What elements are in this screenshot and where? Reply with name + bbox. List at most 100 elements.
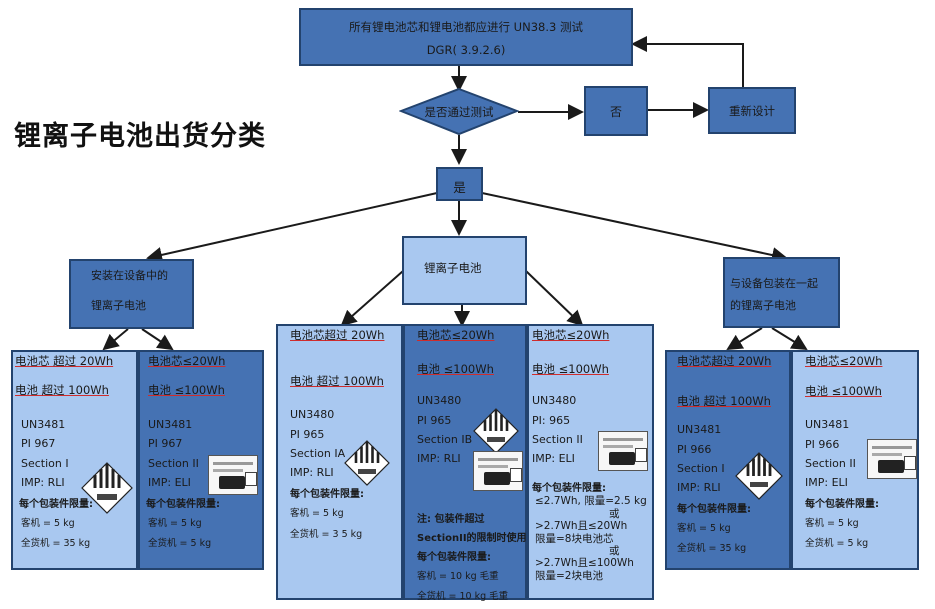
limit-heading: 每个包装件限量: [417, 552, 491, 563]
class-9-hazard-label-icon [735, 452, 783, 500]
imp-code: IMP: ELI [148, 476, 191, 489]
arrow-left-to-col2 [141, 328, 174, 351]
imp-code: IMP: RLI [677, 481, 721, 494]
packing-instruction: PI 967 [148, 437, 183, 450]
limit-heading: 每个包装件限量: [146, 499, 220, 510]
cat-left-line-1: 安装在设备中的 [91, 269, 168, 282]
limit-line-4: >2.7Wh且≤100Wh [535, 557, 634, 569]
no-label: 否 [609, 105, 622, 119]
panel-un3481-pi966-section-ii: 电池芯≤20Wh 电池 ≤100Wh UN3481 PI 966 Section… [791, 350, 919, 570]
cell-limit: 电池芯≤20Wh [532, 328, 610, 342]
un-number: UN3480 [417, 394, 462, 407]
cell-limit: 电池芯≤20Wh [417, 328, 495, 342]
decision-diamond [399, 87, 519, 136]
arrow-yes-to-left [146, 192, 438, 263]
panel-un3480-pi965-section-ib: 电池芯≤20Wh 电池 ≤100Wh UN3480 PI 965 Section… [403, 324, 538, 602]
class-9-hazard-label-icon [344, 440, 390, 486]
packing-instruction: PI 966 [805, 438, 840, 451]
passenger-limit: 客机 = 5 kg [677, 523, 731, 534]
top-line-1: 所有锂电池芯和锂电池都应进行 UN38.3 测试 [349, 20, 583, 34]
cell-limit: 电池芯超过 20Wh [677, 354, 772, 368]
arrow-left-to-col1 [102, 328, 129, 351]
category-installed-in-equipment: 安装在设备中的 锂离子电池 [69, 259, 194, 329]
lithium-battery-mark-icon [867, 439, 917, 479]
limit-line-3: 限量=8块电池芯 [535, 533, 614, 545]
limit-heading: 每个包装件限量: [290, 489, 364, 500]
battery-limit: 电池 ≤100Wh [532, 362, 609, 376]
un-number: UN3480 [290, 408, 335, 421]
section: Section IA [290, 447, 346, 460]
category-lithium-ion-battery: 锂离子电池 [402, 236, 527, 305]
cargo-limit: 全货机 = 5 kg [148, 538, 212, 549]
panel-un3480-pi965-section-ii: 电池芯≤20Wh 电池 ≤100Wh UN3480 PI: 965 Sectio… [527, 324, 654, 600]
limit-line-1: ≤2.7Wh, 限量=2.5 kg [535, 495, 647, 507]
panel-un3481-pi967-section-ii: 电池芯≤20Wh 电池 ≤100Wh UN3481 PI 967 Section… [138, 350, 264, 570]
lithium-battery-mark-icon [208, 455, 258, 495]
top-line-2: DGR( 3.9.2.6) [426, 43, 506, 57]
page-title: 锂离子电池出货分类 [14, 121, 266, 152]
battery-limit: 电池 超过 100Wh [290, 374, 384, 388]
section: Section II [148, 457, 199, 470]
arrow-yes-to-right [481, 192, 788, 263]
no-box: 否 [584, 86, 648, 136]
imp-code: IMP: RLI [417, 452, 461, 465]
packing-instruction: PI 966 [677, 443, 712, 456]
cell-limit: 电池芯超过 20Wh [290, 328, 385, 342]
imp-code: IMP: RLI [290, 466, 334, 479]
section: Section I [677, 462, 725, 475]
un-number: UN3480 [532, 394, 577, 407]
note-line-2: SectionII的限制时使用IB [417, 533, 538, 544]
cell-limit: 电池芯 超过 20Wh [15, 354, 114, 368]
arrow-redesign-to-top [631, 36, 744, 87]
arrow-right-to-col7 [771, 327, 808, 351]
arrow-mid-to-col3 [340, 270, 404, 327]
yes-box: 是 [436, 167, 483, 201]
cat-right-line-2: 的锂离子电池 [730, 299, 796, 312]
cell-limit: 电池芯≤20Wh [805, 354, 883, 368]
passenger-limit: 客机 = 5 kg [21, 518, 75, 529]
packing-instruction: PI: 965 [532, 414, 571, 427]
note-line-1: 注: 包装件超过 [417, 514, 485, 525]
limit-heading: 每个包装件限量: [532, 483, 606, 494]
class-9-hazard-label-icon [473, 408, 519, 454]
cargo-limit: 全货机 = 10 kg 毛重 [417, 591, 509, 602]
arrow-right-to-col6 [726, 327, 763, 351]
cat-right-line-1: 与设备包装在一起 [730, 277, 818, 290]
cargo-limit: 全货机 = 35 kg [677, 543, 747, 554]
un-number: UN3481 [21, 418, 66, 431]
top-requirement-box: 所有锂电池芯和锂电池都应进行 UN38.3 测试 DGR( 3.9.2.6) [299, 8, 633, 66]
cargo-limit: 全货机 = 3 5 kg [290, 529, 363, 540]
passenger-limit: 客机 = 5 kg [148, 518, 202, 529]
un-number: UN3481 [677, 423, 722, 436]
cat-left-line-2: 锂离子电池 [91, 299, 146, 312]
packing-instruction: PI 965 [290, 428, 325, 441]
packing-instruction: PI 965 [417, 414, 452, 427]
yes-label: 是 [453, 180, 466, 195]
passenger-limit: 客机 = 5 kg [290, 508, 344, 519]
lithium-battery-mark-icon [473, 451, 523, 491]
cargo-limit: 全货机 = 35 kg [21, 538, 91, 549]
panel-un3481-pi967-section-i: 电池芯 超过 20Wh 电池 超过 100Wh UN3481 PI 967 Se… [11, 350, 138, 570]
battery-limit: 电池 ≤100Wh [805, 384, 882, 398]
limit-heading: 每个包装件限量: [677, 504, 751, 515]
passenger-limit: 客机 = 10 kg 毛重 [417, 571, 499, 582]
panel-un3480-pi965-section-ia: 电池芯超过 20Wh 电池 超过 100Wh UN3480 PI 965 Sec… [276, 324, 403, 600]
category-packed-with-equipment: 与设备包装在一起 的锂离子电池 [723, 257, 840, 328]
class-9-hazard-label-icon [81, 462, 133, 514]
cat-mid-line-1: 锂离子电池 [424, 261, 482, 275]
imp-code: IMP: ELI [805, 476, 848, 489]
section: Section II [805, 457, 856, 470]
battery-limit: 电池 超过 100Wh [15, 383, 109, 397]
limit-line-5: 限量=2块电池 [535, 570, 603, 582]
arrow-mid-to-col5 [525, 270, 584, 327]
redesign-box: 重新设计 [708, 87, 796, 134]
or-line-2: 或 [609, 545, 620, 557]
passenger-limit: 客机 = 5 kg [805, 518, 859, 529]
decision-label: 是否通过测试 [424, 105, 494, 119]
un-number: UN3481 [148, 418, 193, 431]
packing-instruction: PI 967 [21, 437, 56, 450]
imp-code: IMP: ELI [532, 452, 575, 465]
limit-heading: 每个包装件限量: [805, 499, 879, 510]
limit-heading: 每个包装件限量: [19, 499, 93, 510]
